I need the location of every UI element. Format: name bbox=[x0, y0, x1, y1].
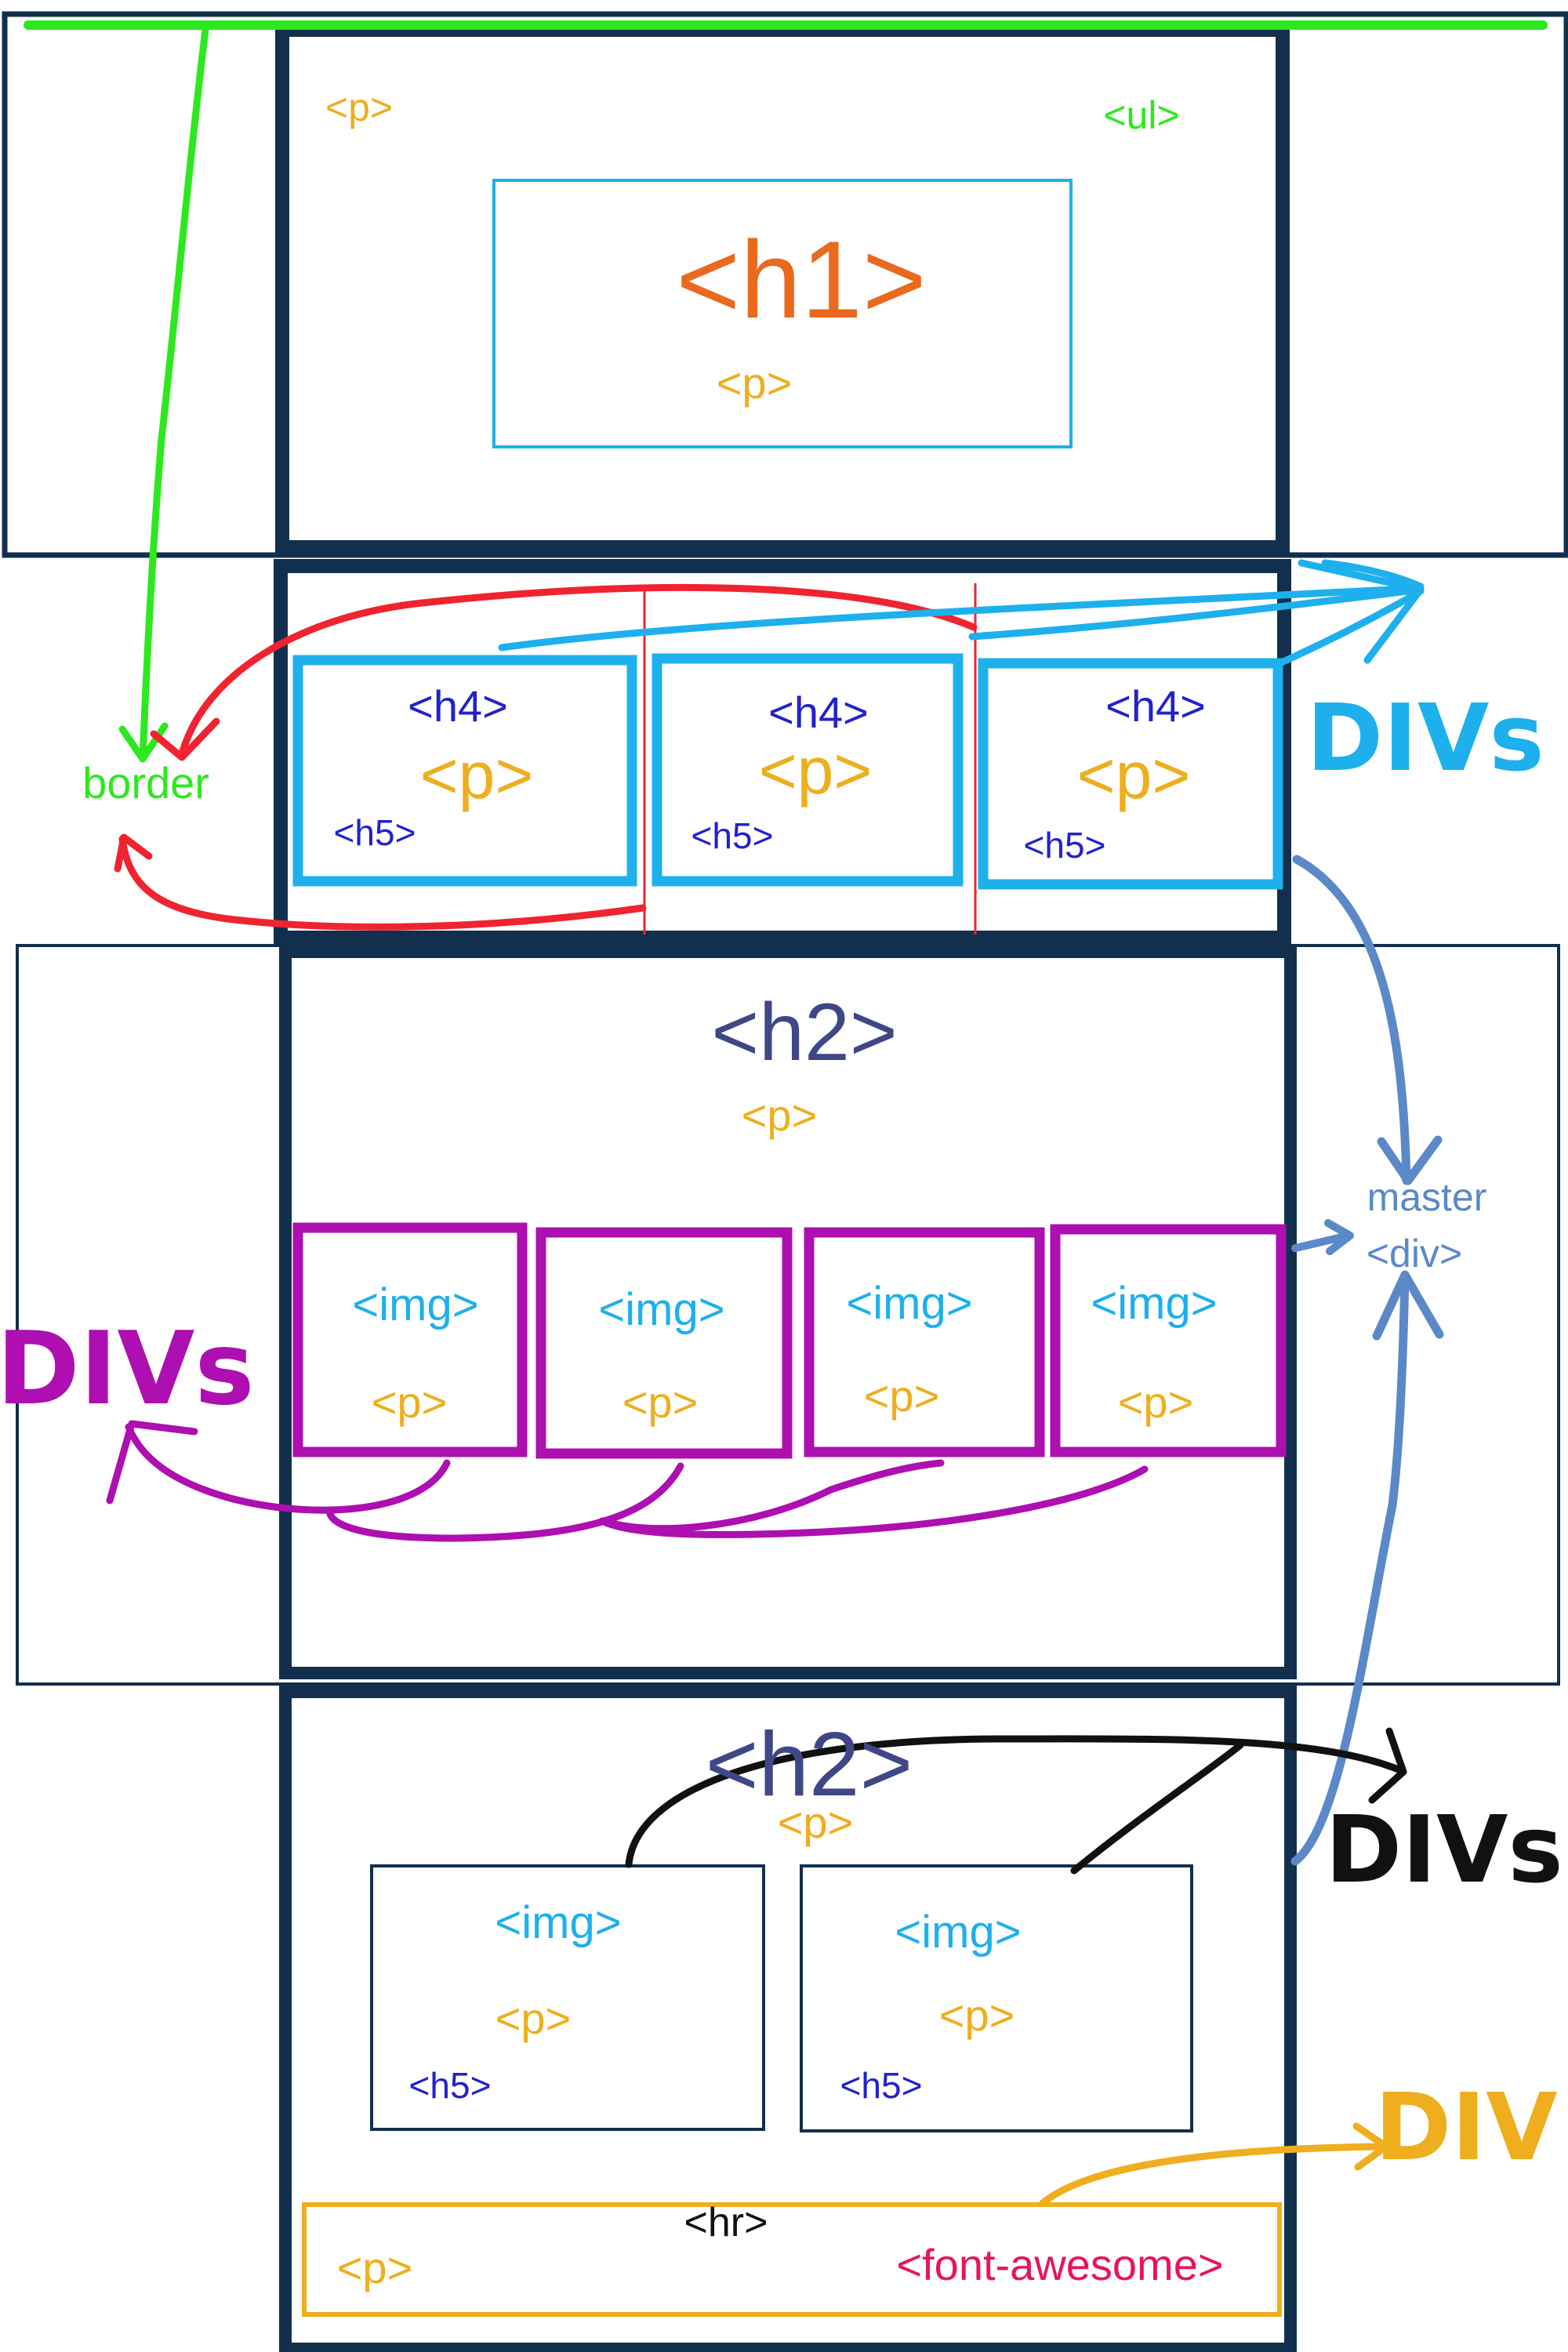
gallery-item-2-img-label: <img> bbox=[598, 1284, 724, 1335]
contact-item-1-p-label: <p> bbox=[495, 1994, 572, 2043]
divs-label-cyan: DIVs bbox=[1306, 684, 1544, 792]
border-label: border bbox=[82, 758, 209, 808]
magenta-arrow-1 bbox=[125, 1423, 451, 1514]
gallery-item-3-img-label: <img> bbox=[846, 1278, 972, 1329]
master-div-label: <div> bbox=[1367, 1232, 1462, 1276]
gallery-h2-label: <h2> bbox=[711, 987, 897, 1078]
gold-arrow bbox=[1039, 2143, 1390, 2207]
contact-item-box-1 bbox=[370, 1864, 765, 2131]
card-3-h5-label: <h5> bbox=[1024, 825, 1106, 866]
gallery-item-box-4 bbox=[1050, 1224, 1287, 1457]
header-outer-box bbox=[2, 11, 1568, 558]
div-label-gold: DIV bbox=[1374, 2073, 1557, 2181]
gallery-main-box bbox=[279, 946, 1297, 1679]
card-1-h5-label: <h5> bbox=[334, 812, 416, 853]
black-arrow-right bbox=[1070, 1741, 1244, 1875]
card-2-h5-label: <h5> bbox=[691, 815, 774, 856]
red-bottom-arrow bbox=[118, 835, 647, 931]
contact-main-box bbox=[279, 1686, 1297, 2352]
black-arrowhead bbox=[1368, 1727, 1407, 1804]
card-3-p-label: <p> bbox=[1077, 739, 1191, 812]
magenta-arrow-4 bbox=[598, 1465, 1149, 1538]
master-label: master bbox=[1367, 1175, 1487, 1219]
card-1-p-label: <p> bbox=[420, 739, 534, 812]
contact-p-label: <p> bbox=[778, 1798, 854, 1847]
steel-arrowhead-top bbox=[1377, 1135, 1443, 1185]
gallery-item-2-p-label: <p> bbox=[622, 1377, 699, 1427]
steel-arrowhead-bottom bbox=[1372, 1270, 1444, 1341]
gallery-item-box-3 bbox=[804, 1227, 1045, 1457]
steel-arrow-contact bbox=[1290, 1270, 1410, 1866]
card-box-1 bbox=[292, 655, 637, 887]
card-box-3 bbox=[978, 658, 1283, 890]
card-3-h4-label: <h4> bbox=[1105, 681, 1206, 731]
magenta-arrow-2 bbox=[325, 1462, 684, 1542]
hero-p-label: <p> bbox=[717, 358, 793, 408]
footer-font-awesome-label: <font-awesome> bbox=[896, 2240, 1223, 2289]
cyan-arrow-3 bbox=[1276, 587, 1425, 667]
magenta-arrowhead bbox=[106, 1420, 198, 1504]
divs-label-black: DIVs bbox=[1325, 1795, 1563, 1904]
footer-p-label: <p> bbox=[337, 2243, 413, 2292]
contact-item-2-img-label: <img> bbox=[895, 1907, 1021, 1958]
header-p-label: <p> bbox=[325, 85, 393, 129]
gallery-item-box-2 bbox=[535, 1227, 793, 1459]
steel-arrowhead-gallery bbox=[1324, 1219, 1354, 1255]
red-top-arrow bbox=[178, 583, 978, 758]
cyan-arrow-2 bbox=[968, 586, 1425, 641]
footer-box bbox=[302, 2202, 1282, 2317]
contact-item-1-h5-label: <h5> bbox=[409, 2065, 492, 2106]
black-arrow-left bbox=[625, 1735, 1404, 1868]
contact-item-2-p-label: <p> bbox=[939, 1991, 1015, 2040]
steel-arrow-cards bbox=[1292, 855, 1411, 1185]
gallery-item-4-p-label: <p> bbox=[1118, 1377, 1194, 1427]
gallery-item-1-p-label: <p> bbox=[372, 1377, 448, 1427]
card-box-2 bbox=[652, 653, 964, 887]
gallery-item-1-img-label: <img> bbox=[352, 1279, 478, 1330]
footer-hr-label: <hr> bbox=[684, 2200, 768, 2245]
divs-label-magenta: DIVs bbox=[0, 1311, 255, 1428]
cyan-arrow-1 bbox=[498, 584, 1425, 652]
cards-section-box bbox=[274, 559, 1291, 945]
hero-box bbox=[492, 179, 1073, 448]
green-border-arrow bbox=[139, 26, 209, 763]
contact-item-1-img-label: <img> bbox=[495, 1897, 621, 1948]
card-1-h4-label: <h4> bbox=[408, 681, 508, 731]
contact-h2-label: <h2> bbox=[706, 1713, 913, 1815]
gallery-item-box-1 bbox=[292, 1222, 528, 1457]
contact-item-2-h5-label: <h5> bbox=[840, 2065, 923, 2106]
gallery-item-4-img-label: <img> bbox=[1091, 1278, 1217, 1329]
contact-item-box-2 bbox=[800, 1864, 1193, 2132]
hero-h1-label: <h1> bbox=[676, 218, 926, 341]
cyan-arrow-4 bbox=[1321, 559, 1425, 590]
red-bottom-arrowhead bbox=[114, 833, 153, 873]
card-2-h4-label: <h4> bbox=[768, 688, 869, 737]
gold-arrowhead bbox=[1352, 2122, 1390, 2171]
gallery-p-label: <p> bbox=[742, 1091, 818, 1140]
gallery-item-3-p-label: <p> bbox=[864, 1371, 940, 1421]
red-top-arrowhead bbox=[150, 717, 220, 761]
steel-arrow-gallery bbox=[1291, 1232, 1352, 1252]
header-ul-label: <ul> bbox=[1103, 93, 1179, 137]
card-2-p-label: <p> bbox=[759, 734, 873, 808]
